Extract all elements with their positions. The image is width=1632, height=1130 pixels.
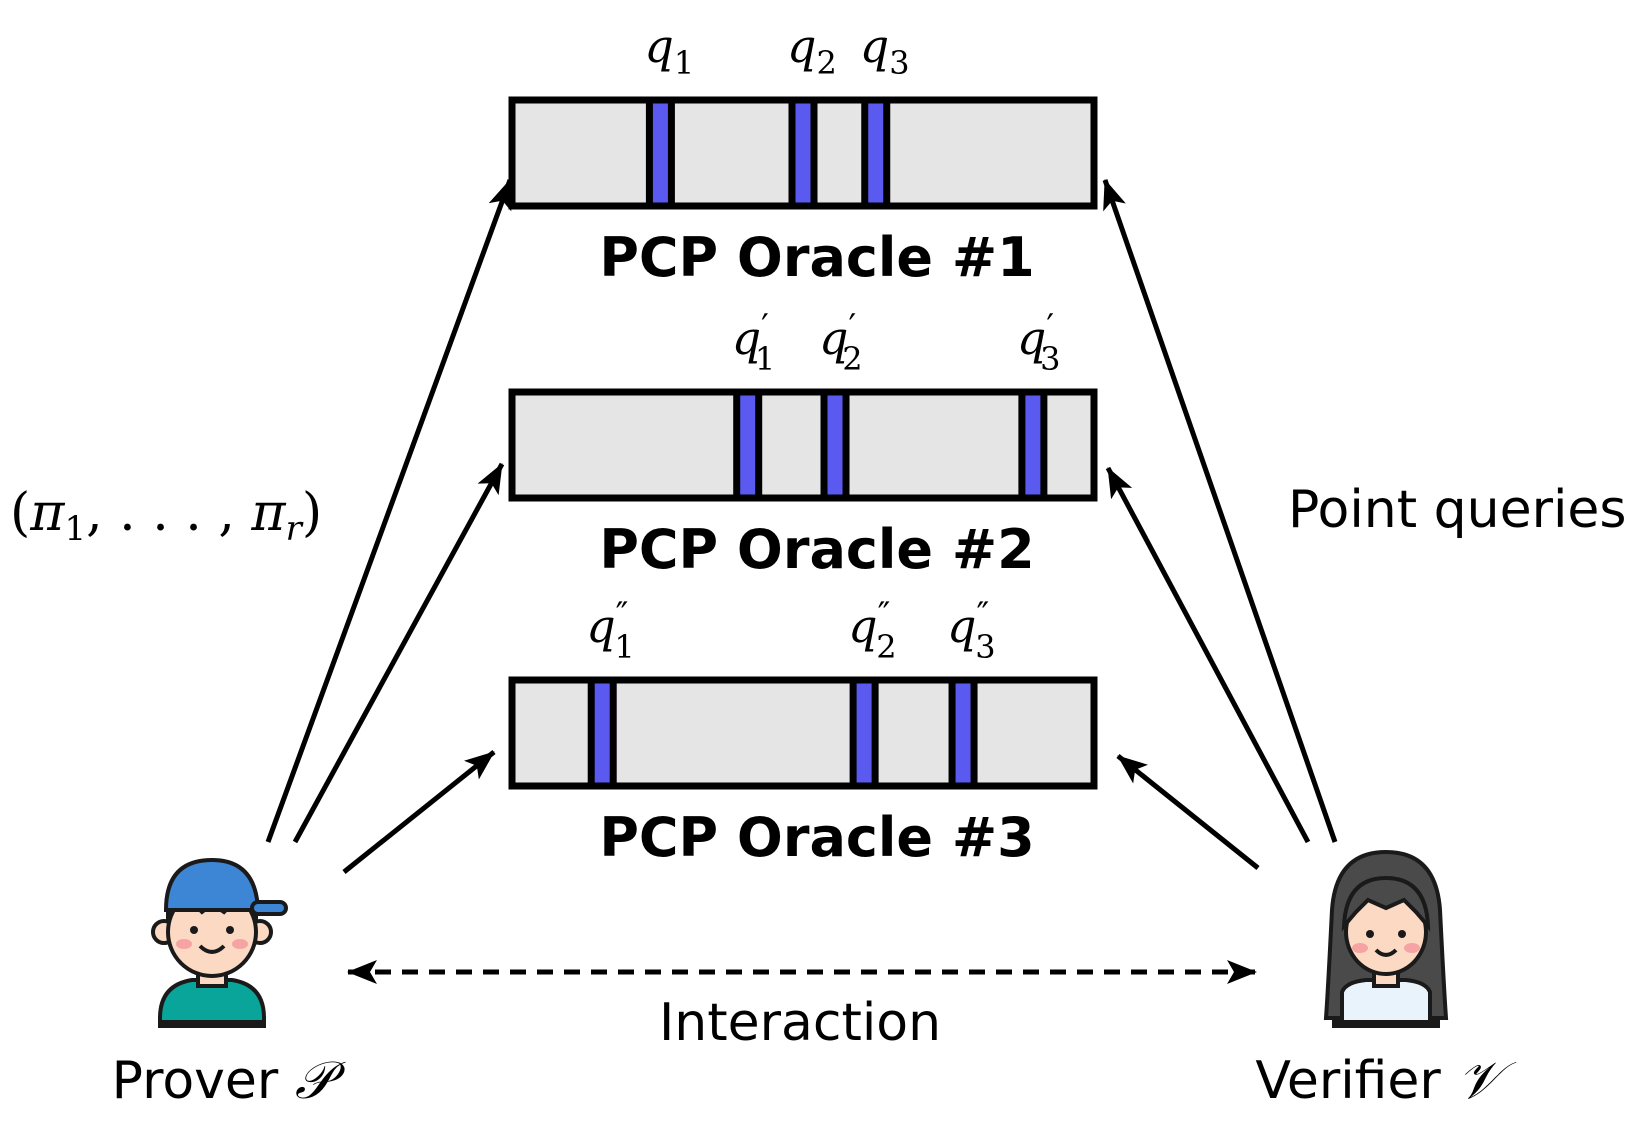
- girl-icon: [1323, 849, 1449, 1028]
- query-label: q′1: [732, 307, 776, 378]
- prover-label: Prover 𝒫: [112, 1051, 346, 1111]
- query-cell: [645, 96, 675, 210]
- verifier-label: Verifier 𝒱: [1255, 1051, 1516, 1111]
- query-cell: [849, 676, 879, 790]
- verifier-to-oracle-1-arrow: [1102, 179, 1338, 843]
- verifier-arrows: [1102, 179, 1338, 870]
- query-cell: [948, 676, 978, 790]
- oracle-label: PCP Oracle #1: [599, 226, 1034, 289]
- query-label: q2: [787, 19, 837, 82]
- oracle-tape: [508, 388, 1098, 502]
- prover-to-oracle-1-arrow: [265, 179, 513, 843]
- query-cell: [861, 96, 891, 210]
- query-label: q′2: [819, 307, 863, 378]
- query-label: q″2: [848, 595, 897, 666]
- query-label: q1: [644, 19, 694, 82]
- oracle-label: PCP Oracle #2: [599, 518, 1034, 581]
- query-cell: [820, 388, 850, 502]
- proofs-label: (π1, . . . , πr): [10, 483, 322, 549]
- verifier-to-oracle-2-arrow: [1105, 466, 1311, 844]
- query-label: q′3: [1017, 307, 1061, 378]
- interaction-label: Interaction: [659, 993, 941, 1053]
- point-queries-label: Point queries: [1288, 480, 1627, 540]
- prover-arrows: [265, 179, 513, 874]
- oracle-label: PCP Oracle #3: [599, 806, 1034, 869]
- boy-with-cap-icon: [151, 857, 288, 1028]
- prover-to-oracle-3-arrow: [342, 750, 496, 874]
- query-label: q″1: [586, 595, 635, 666]
- query-label: q″3: [947, 595, 996, 666]
- query-cell: [733, 388, 763, 502]
- query-cell: [587, 676, 617, 790]
- prover-to-oracle-2-arrow: [292, 462, 505, 844]
- verifier-to-oracle-3-arrow: [1116, 754, 1260, 870]
- query-cell: [1018, 388, 1048, 502]
- query-label: q3: [860, 19, 910, 82]
- query-cell: [788, 96, 818, 210]
